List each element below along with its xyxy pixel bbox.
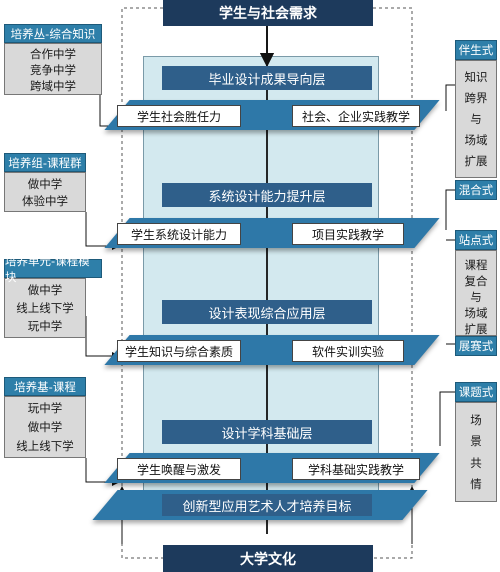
layer-3-right-box: 软件实训实验 (292, 340, 404, 362)
right-panel-station-item: 与 (470, 290, 482, 304)
left-panel-3-item: 做中学 (27, 283, 63, 297)
right-panel-accompany-item: 与 (470, 111, 482, 126)
left-panel-4-header: 培养基-课程 (4, 377, 86, 396)
left-panel-4-item: 线上线下学 (16, 438, 74, 453)
left-panel-3-item: 玩中学 (27, 319, 63, 333)
left-panel-2-item: 体验中学 (22, 193, 68, 208)
right-panel-station-item: 扩展 (464, 322, 488, 336)
right-panel-accompany-item: 场域 (464, 132, 488, 147)
right-panel-accompany-item: 知识 (464, 70, 488, 85)
layer-1-right-box: 社会、企业实践教学 (292, 105, 420, 127)
left-panel-4-item: 玩中学 (27, 401, 63, 416)
right-panel-hybrid-header: 混合式 (455, 180, 497, 200)
university-culture-box: 大学文化 (163, 545, 373, 572)
right-panel-topic-item: 景 (470, 434, 482, 449)
left-panel-2-body: 做中学 体验中学 (4, 172, 86, 212)
left-panel-2-item: 做中学 (27, 176, 63, 191)
layer-4-title: 设计学科基础层 (162, 420, 372, 444)
left-panel-4-body: 玩中学 做中学 线上线下学 (4, 396, 86, 458)
layer-4-right-box: 学科基础实践教学 (292, 458, 420, 480)
layer-4-left-box: 学生唤醒与激发 (117, 458, 241, 480)
right-panel-accompany-header: 伴生式 (455, 40, 497, 60)
student-society-needs-box: 学生与社会需求 (163, 0, 373, 26)
right-panel-accompany-item: 扩展 (464, 153, 488, 168)
right-panel-topic-item: 场 (470, 412, 482, 427)
right-panel-topic-body: 场 景 共 情 (455, 402, 497, 502)
right-panel-topic-item: 共 (470, 455, 482, 470)
dotted-frame-left (121, 7, 163, 559)
left-panel-1-item: 跨域中学 (30, 79, 76, 93)
goal-bar: 创新型应用艺术人才培养目标 (162, 494, 372, 516)
right-panel-accompany-body: 知识 跨界 与 场域 扩展 (455, 60, 497, 178)
right-panel-station-item: 课程 (464, 258, 488, 272)
layer-1-title: 毕业设计成果导向层 (162, 66, 372, 90)
left-panel-3-item: 线上线下学 (16, 301, 74, 315)
dotted-frame-right (373, 7, 413, 559)
layer-3-title: 设计表现综合应用层 (162, 300, 372, 324)
left-panel-1-item: 合作中学 (30, 47, 76, 61)
layer-1-left-box: 学生社会胜任力 (117, 105, 241, 127)
left-panel-1-item: 竞争中学 (30, 63, 76, 77)
left-panel-2-header: 培养组-课程群 (4, 153, 86, 172)
left-panel-1-header: 培养丛-综合知识 (4, 24, 102, 43)
layer-2-title: 系统设计能力提升层 (162, 183, 372, 207)
right-panel-station-body: 课程 复合 与 场域 扩展 (455, 250, 497, 336)
right-panel-topic-header: 课题式 (455, 382, 497, 402)
left-panel-3-header: 培养单元-课程模块 (4, 254, 102, 284)
layer-2-left-box: 学生系统设计能力 (117, 223, 241, 245)
layer-2-right-box: 项目实践教学 (292, 223, 404, 245)
right-panel-topic-item: 情 (470, 477, 482, 492)
left-panel-1-body: 合作中学 竞争中学 跨域中学 (4, 43, 102, 95)
layer-3-left-box: 学生知识与综合素质 (117, 340, 241, 362)
right-panel-exhibition-header: 展赛式 (455, 336, 497, 356)
right-panel-station-item: 复合 (464, 274, 488, 288)
right-panel-station-item: 场域 (464, 306, 488, 320)
left-panel-4-item: 做中学 (27, 419, 63, 434)
left-panel-3-body: 做中学 线上线下学 玩中学 (4, 278, 86, 338)
right-panel-station-header: 站点式 (455, 230, 497, 250)
right-panel-accompany-item: 跨界 (464, 91, 488, 106)
